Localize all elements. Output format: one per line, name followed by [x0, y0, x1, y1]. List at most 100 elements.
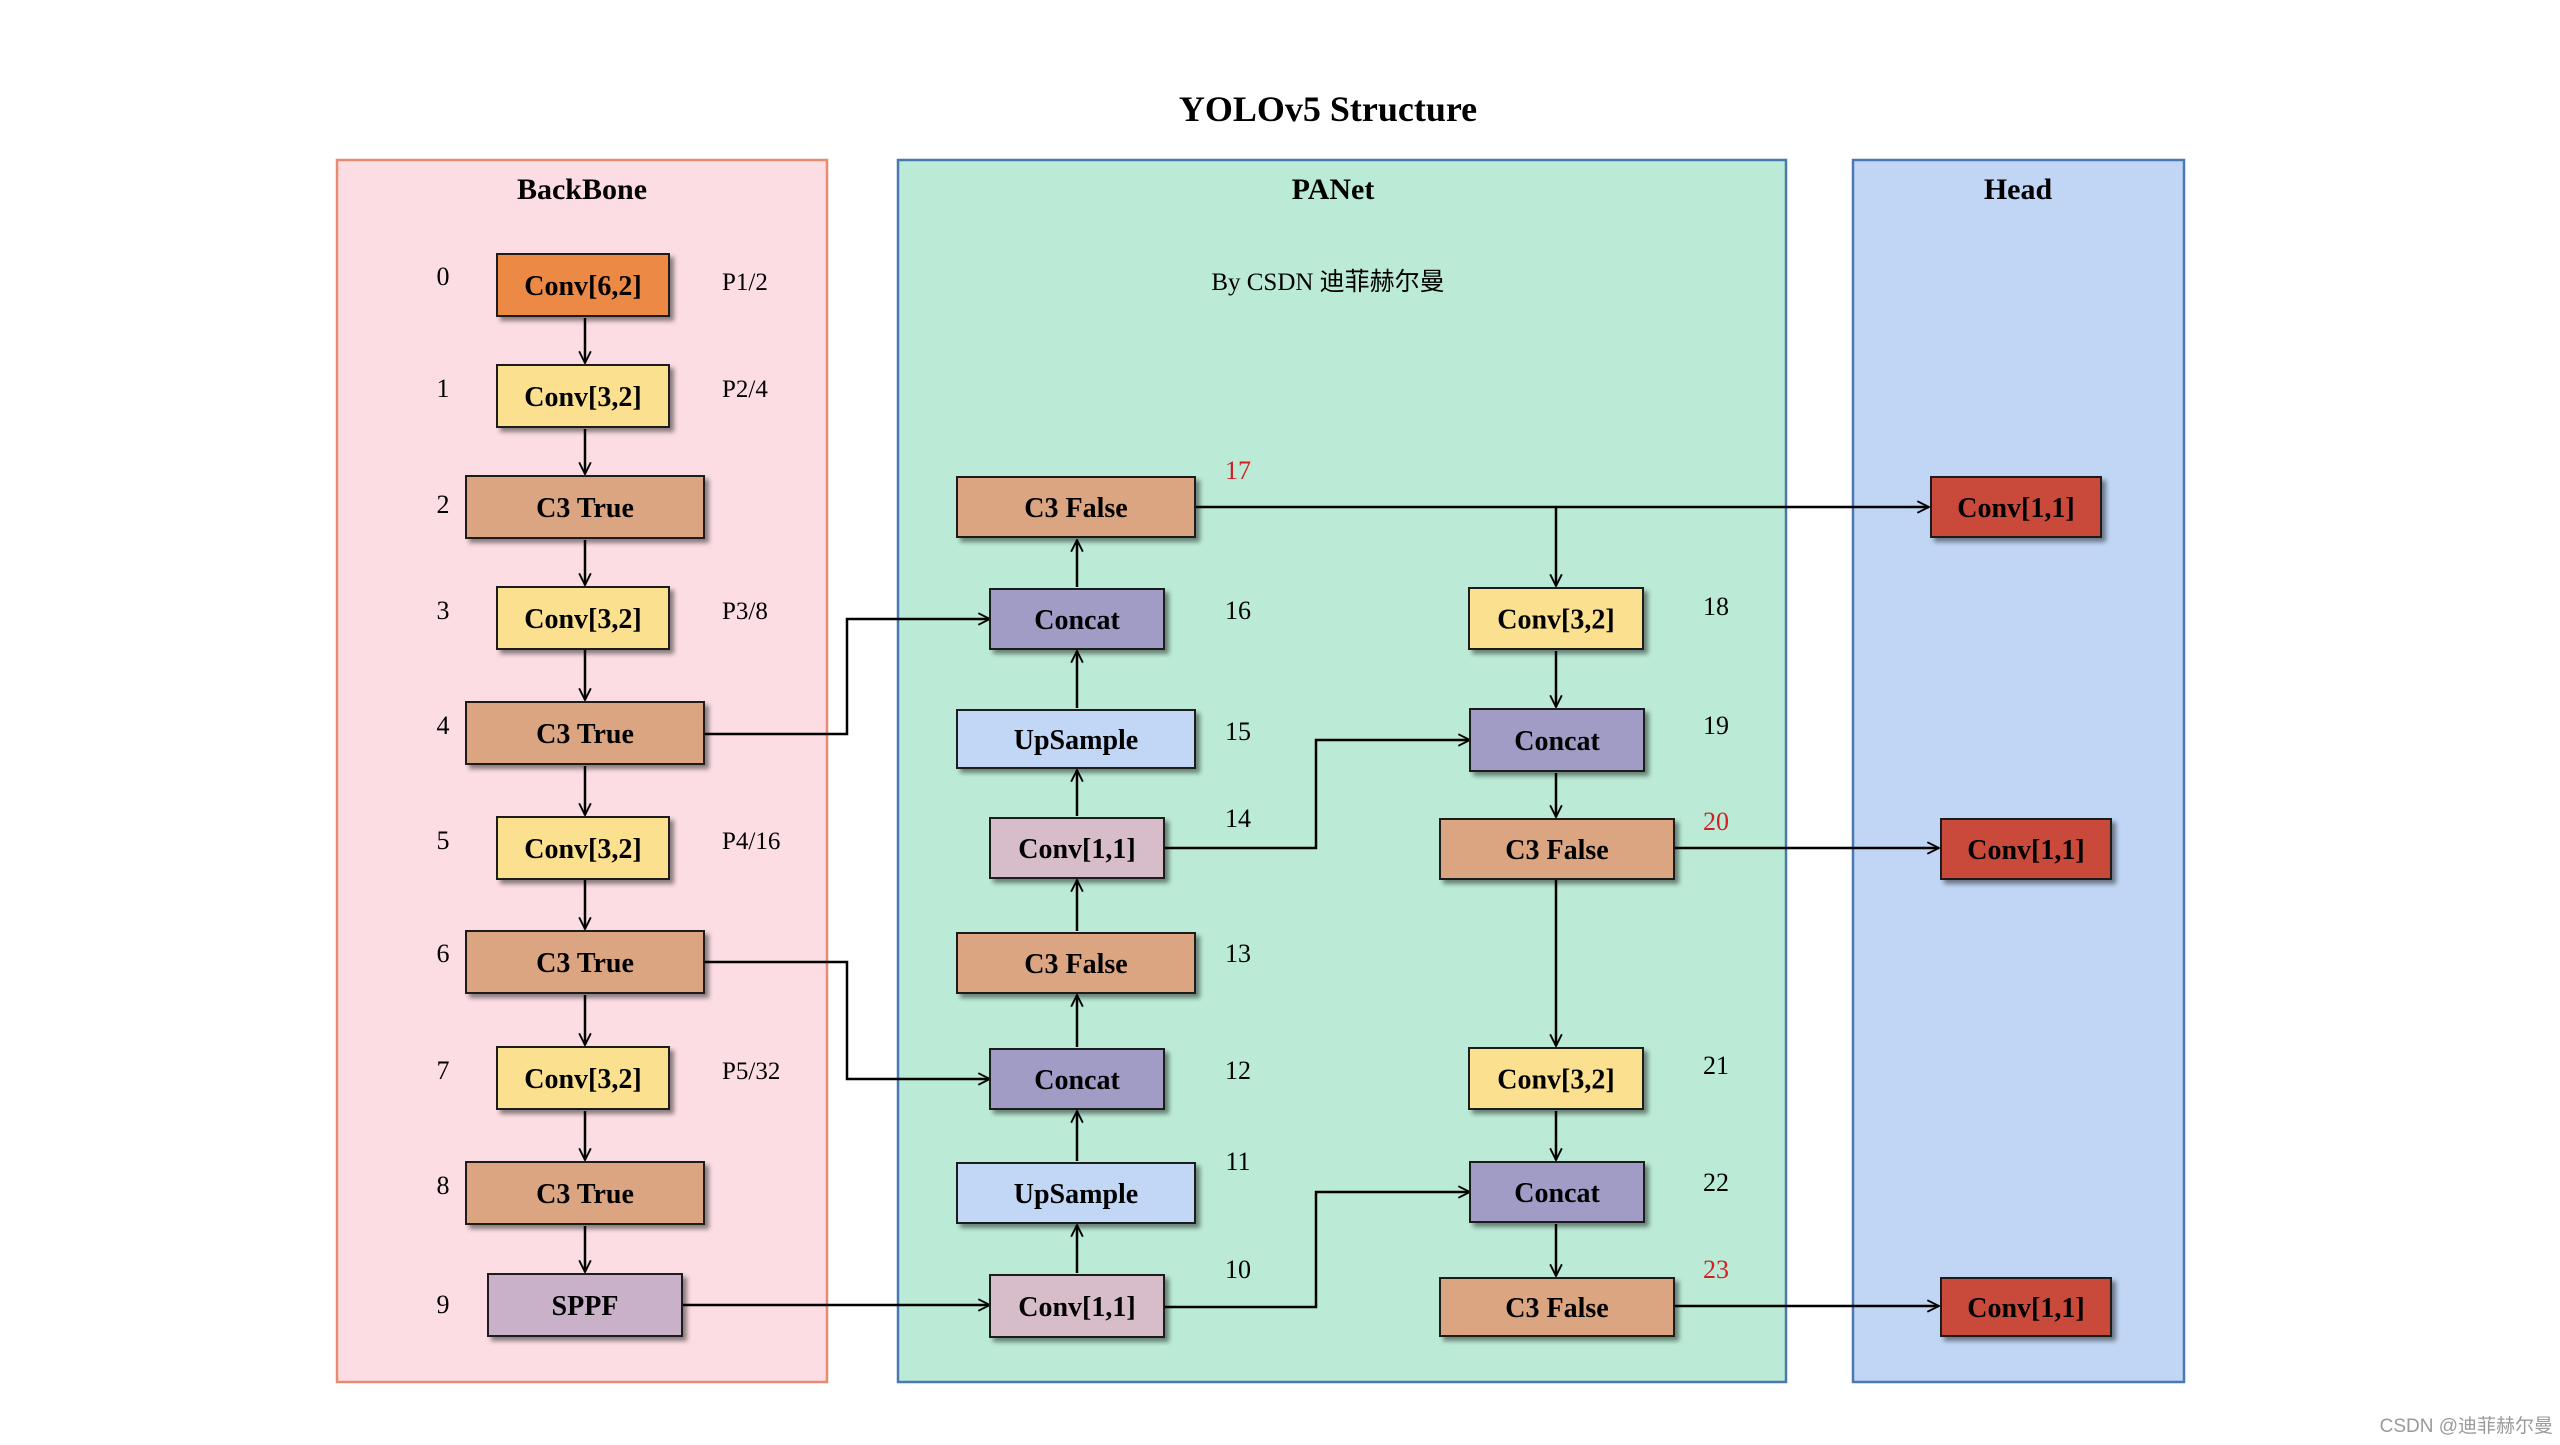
- node-n7: Conv[3,2] 7 P5/32: [437, 1046, 780, 1110]
- node-n23: C3 False 23: [1439, 1255, 1729, 1337]
- node-label-n20: C3 False: [1505, 835, 1608, 866]
- node-label-n4: C3 True: [536, 719, 634, 750]
- node-box-h23: [1940, 1277, 2112, 1337]
- node-box-n22: [1469, 1161, 1645, 1223]
- node-label-h23: Conv[1,1]: [1967, 1293, 2084, 1324]
- node-index-n13: 13: [1225, 939, 1251, 968]
- node-n16: Concat 16: [989, 588, 1251, 650]
- node-box-n12: [989, 1048, 1165, 1110]
- node-n19: Concat 19: [1469, 708, 1729, 772]
- node-label-n0: Conv[6,2]: [524, 271, 641, 302]
- node-box-n5: [496, 816, 670, 880]
- node-label-n13: C3 False: [1024, 949, 1127, 980]
- node-index-n9: 9: [437, 1290, 450, 1319]
- node-label-n11: UpSample: [1014, 1179, 1138, 1210]
- node-box-n16: [989, 588, 1165, 650]
- node-box-h20: [1940, 818, 2112, 880]
- node-box-n19: [1469, 708, 1645, 772]
- node-box-n1: [496, 364, 670, 428]
- edge-6-12: [704, 960, 990, 1079]
- node-box-n2: [465, 475, 705, 539]
- node-label-n6: C3 True: [536, 948, 634, 979]
- node-box-n21: [1468, 1047, 1644, 1110]
- node-box-n3: [496, 586, 670, 650]
- node-index-n12: 12: [1225, 1056, 1251, 1085]
- node-box-n14: [989, 817, 1165, 879]
- node-n10: Conv[1,1]10: [989, 1255, 1251, 1338]
- node-index-n16: 16: [1225, 596, 1251, 625]
- connectors: [585, 318, 1939, 1307]
- node-label-h20: Conv[1,1]: [1967, 835, 2084, 866]
- node-index-n14: 14: [1225, 804, 1251, 833]
- node-label-n18: Conv[3,2]: [1497, 605, 1614, 636]
- node-index-n1: 1: [437, 374, 450, 403]
- node-label-n21: Conv[3,2]: [1497, 1065, 1614, 1096]
- node-box-n11: [956, 1162, 1196, 1224]
- backbone-panel-title: BackBone: [517, 173, 647, 206]
- node-label-n19: Concat: [1514, 726, 1600, 757]
- head-panel-box: [1851, 158, 2186, 1384]
- node-note-n7: P5/32: [722, 1058, 780, 1085]
- head-panel-title: Head: [1984, 173, 2053, 206]
- node-index-n19: 19: [1703, 711, 1729, 740]
- node-n3: Conv[3,2] 3 P3/8: [437, 586, 768, 650]
- node-label-n15: UpSample: [1014, 725, 1138, 756]
- head-panel: Head: [1851, 158, 2186, 1384]
- node-box-n23: [1439, 1277, 1675, 1337]
- node-label-n23: C3 False: [1505, 1293, 1608, 1324]
- edge-14-19: [1164, 740, 1470, 850]
- panet-panel-title: PANet: [1292, 173, 1375, 206]
- node-n13: C3 False 13: [956, 932, 1251, 994]
- node-box-n6: [465, 930, 705, 994]
- node-h23: Conv[1,1]: [1940, 1277, 2112, 1337]
- node-label-h17: Conv[1,1]: [1957, 493, 2074, 524]
- node-h20: Conv[1,1]: [1940, 818, 2112, 880]
- node-label-n10: Conv[1,1]: [1018, 1292, 1135, 1323]
- node-index-n3: 3: [437, 596, 450, 625]
- node-index-n8: 8: [437, 1171, 450, 1200]
- node-index-n21: 21: [1703, 1051, 1729, 1080]
- node-label-n12: Concat: [1034, 1065, 1120, 1096]
- node-index-n20: 20: [1703, 807, 1729, 836]
- node-n12: Concat 12: [989, 1048, 1251, 1110]
- node-index-n18: 18: [1703, 592, 1729, 621]
- node-note-n0: P1/2: [722, 269, 768, 296]
- node-box-n18: [1468, 587, 1644, 650]
- byline: By CSDN 迪菲赫尔曼: [1211, 268, 1444, 296]
- node-label-n3: Conv[3,2]: [524, 604, 641, 635]
- node-box-n17: [956, 476, 1196, 538]
- node-box-n7: [496, 1046, 670, 1110]
- node-box-n8: [465, 1161, 705, 1225]
- node-label-n7: Conv[3,2]: [524, 1064, 641, 1095]
- node-index-n11: 11: [1225, 1147, 1250, 1176]
- node-note-n5: P4/16: [722, 828, 780, 855]
- node-note-n3: P3/8: [722, 598, 768, 625]
- node-label-n14: Conv[1,1]: [1018, 834, 1135, 865]
- node-n20: C3 False 20: [1439, 807, 1729, 880]
- node-index-n23: 23: [1703, 1255, 1729, 1284]
- node-label-n8: C3 True: [536, 1179, 634, 1210]
- node-n11: UpSample 11: [956, 1147, 1251, 1224]
- node-h17: Conv[1,1]: [1930, 476, 2102, 538]
- node-label-n16: Concat: [1034, 605, 1120, 636]
- node-n14: Conv[1,1] 14: [989, 804, 1251, 879]
- edge-10-22: [1164, 1192, 1470, 1309]
- node-box-n20: [1439, 818, 1675, 880]
- node-index-n2: 2: [437, 490, 450, 519]
- node-label-n5: Conv[3,2]: [524, 834, 641, 865]
- node-index-n7: 7: [437, 1056, 450, 1085]
- node-box-n15: [956, 709, 1196, 769]
